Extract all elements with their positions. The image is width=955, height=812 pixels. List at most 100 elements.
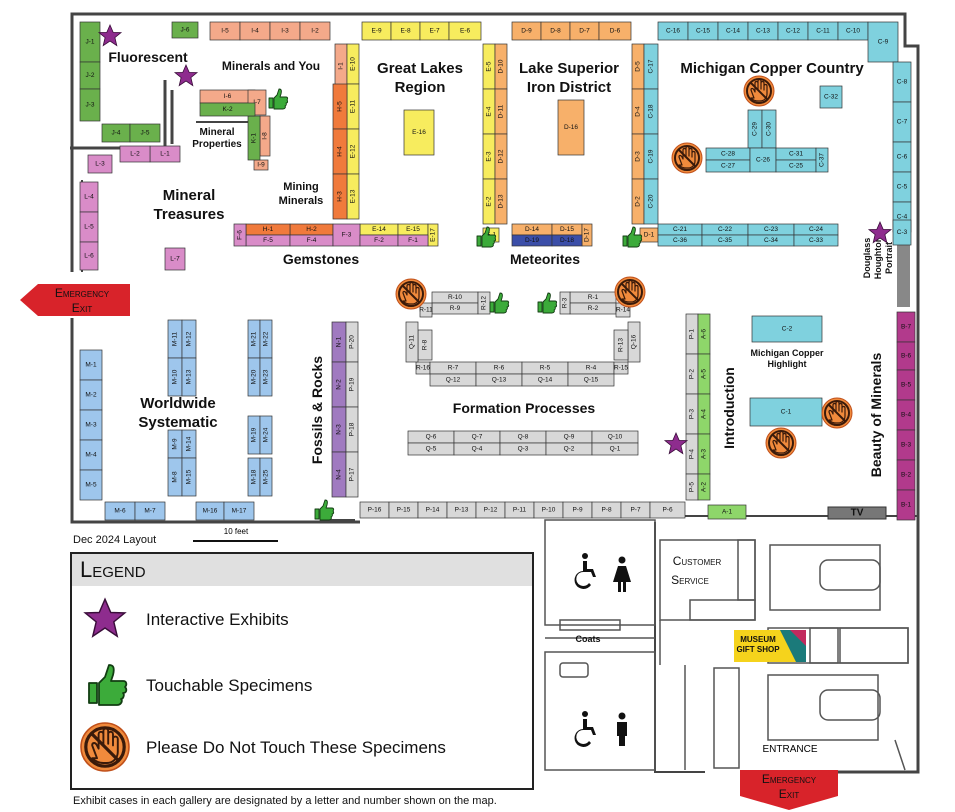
case-q-11: Q-11 (405, 321, 419, 363)
case-label: C-10 (846, 28, 860, 35)
case-label: C-9 (878, 39, 889, 46)
case-c-31: C-31 (775, 147, 817, 161)
case-label: A-2 (701, 482, 708, 493)
case-label: P-17 (349, 467, 356, 481)
case-label: C-21 (673, 226, 687, 233)
case-label: P-1 (689, 329, 696, 340)
case-label: E-15 (406, 226, 420, 233)
case-m-9: M-9 (167, 429, 183, 459)
case-c-2: C-2 (751, 315, 823, 343)
case-d-18: D-18 (551, 234, 583, 247)
case-c-35: C-35 (701, 234, 749, 247)
case-label: J-1 (85, 39, 94, 46)
case-l-4: L-4 (79, 181, 99, 213)
case-k-2: K-2 (199, 102, 256, 117)
case-m-19: M-19 (247, 415, 261, 455)
case-d-17: D-17 (581, 223, 593, 247)
case-label: E-8 (400, 28, 411, 35)
gift-shop-line1: MUSEUM (740, 635, 776, 644)
gallery-worldwide-2: Systematic (138, 414, 217, 431)
case-q-9: Q-9 (545, 430, 593, 444)
case-label: F-4 (307, 237, 317, 244)
case-box (299, 21, 331, 41)
case-label: R-6 (494, 365, 505, 372)
case-label: J-6 (180, 27, 189, 34)
case-i-5: I-5 (209, 21, 241, 41)
case-c-29: C-29 (747, 109, 763, 149)
case-box (403, 109, 435, 156)
copper-highlight-2: Highlight (768, 359, 807, 369)
case-label: C-36 (673, 237, 687, 244)
case-a-3: A-3 (697, 433, 711, 475)
case-l-2: L-2 (119, 145, 151, 163)
case-d-3: D-3 (631, 133, 645, 180)
case-m-1: M-1 (79, 349, 103, 381)
case-box (79, 469, 103, 501)
case-label: B-5 (901, 382, 912, 389)
gallery-lake-superior-2: Iron District (527, 79, 611, 96)
case-label: D-18 (560, 237, 574, 244)
case-label: B-7 (901, 324, 912, 331)
case-label: L-7 (170, 256, 180, 263)
case-p-11: P-11 (504, 501, 535, 519)
case-r-9: R-9 (431, 302, 479, 315)
case-q-2: Q-2 (545, 442, 593, 456)
case-m-18: M-18 (247, 457, 261, 497)
case-label: C-20 (648, 194, 655, 208)
case-d-7: D-7 (569, 21, 600, 41)
case-c-37: C-37 (815, 147, 829, 173)
case-label: E-14 (372, 226, 386, 233)
case-box (567, 373, 615, 387)
gallery-meteorites: Meteorites (510, 251, 580, 267)
case-label: C-18 (648, 104, 655, 118)
case-label: B-1 (901, 502, 912, 509)
case-box (697, 473, 711, 501)
case-p-20: P-20 (345, 321, 359, 363)
gallery-mineral-treasures-1: Mineral (163, 187, 216, 204)
case-label: Q-3 (518, 446, 529, 453)
case-m-15: M-15 (181, 457, 197, 497)
case-label: M-23 (263, 369, 270, 384)
customer-service-2: Service (671, 573, 709, 587)
case-m-25: M-25 (259, 457, 273, 497)
case-label: M-12 (186, 331, 193, 346)
case-label: D-12 (498, 149, 505, 163)
case-b-4: B-4 (896, 399, 916, 431)
case-q-1: Q-1 (591, 442, 639, 456)
case-a-5: A-5 (697, 353, 711, 395)
case-m-7: M-7 (134, 501, 166, 521)
case-label: C-35 (718, 237, 732, 244)
case-label: R-1 (588, 294, 599, 301)
case-c-22: C-22 (701, 223, 749, 236)
emergency-exit-west[interactable]: Emergency Exit (20, 284, 130, 316)
portrait-wall (897, 245, 910, 307)
case-c-14: C-14 (717, 21, 749, 41)
case-label: Q-12 (446, 377, 461, 384)
case-r-7: R-7 (429, 361, 477, 375)
case-label: E-4 (486, 106, 493, 117)
case-a-1: A-1 (707, 504, 747, 520)
case-label: Q-13 (492, 377, 507, 384)
case-label: I-6 (224, 93, 232, 100)
case-label: E-3 (486, 151, 493, 162)
case-d-19: D-19 (511, 234, 553, 247)
case-d-13: D-13 (494, 178, 508, 225)
case-d-4: D-4 (631, 88, 645, 135)
case-e-17: E-17 (427, 223, 439, 247)
case-l-3: L-3 (87, 154, 113, 174)
case-label: H-4 (337, 146, 344, 157)
case-label: R-2 (588, 305, 599, 312)
case-e-13: E-13 (346, 173, 360, 220)
case-label: D-2 (635, 196, 642, 207)
case-label: A-4 (701, 409, 708, 420)
case-box (259, 357, 273, 397)
case-label: I-2 (311, 28, 319, 35)
case-label: Q-14 (538, 377, 553, 384)
case-box (896, 489, 916, 521)
case-label: D-8 (550, 28, 561, 35)
emergency-exit-south[interactable]: Emergency Exit (740, 770, 838, 810)
case-label: M-7 (144, 508, 156, 515)
case-label: C-29 (752, 122, 759, 136)
case-label: C-14 (726, 28, 740, 35)
case-label: L-1 (160, 151, 170, 158)
